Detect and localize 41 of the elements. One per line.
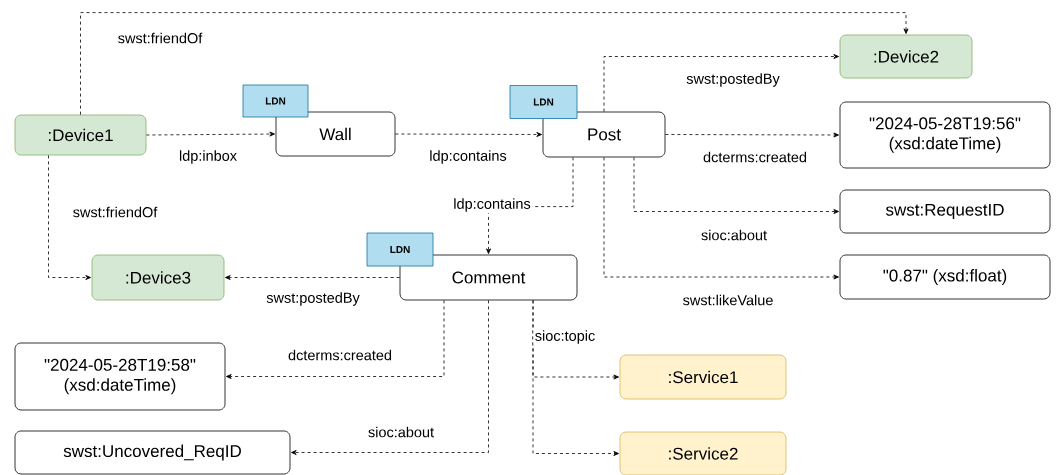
edge-label: sioc:topic bbox=[533, 328, 597, 346]
resource-box: :Service1 bbox=[619, 354, 787, 400]
edge-label: swst:likeValue bbox=[681, 293, 775, 307]
resource-box: Comment bbox=[399, 254, 578, 301]
ldn-badge: LDN bbox=[242, 84, 309, 118]
edge-label: ldp:inbox bbox=[177, 148, 239, 166]
resource-box: Wall bbox=[275, 111, 396, 157]
edge-label: dcterms:created bbox=[286, 348, 394, 362]
edge-label: ldp:contains bbox=[451, 196, 533, 214]
arrow bbox=[633, 157, 839, 214]
arrow bbox=[48, 155, 91, 280]
arrow bbox=[226, 300, 445, 379]
resource-box: Post bbox=[542, 111, 666, 158]
arrow bbox=[532, 300, 619, 456]
ldn-badge: LDN bbox=[366, 232, 434, 267]
arrow bbox=[225, 275, 400, 280]
literal-box: "0.87" (xsd:float) bbox=[839, 254, 1051, 300]
edge-label: swst:friendOf bbox=[116, 31, 204, 45]
literal-box: swst:Uncovered_ReqID bbox=[14, 430, 291, 475]
arrow bbox=[291, 300, 489, 455]
arrow bbox=[146, 131, 275, 137]
edge-label: sioc:about bbox=[699, 228, 769, 242]
resource-box: :Device2 bbox=[839, 34, 973, 79]
edge-label: swst:postedBy bbox=[684, 71, 782, 89]
arrow bbox=[603, 54, 839, 112]
arrow bbox=[665, 132, 839, 138]
edge-label: sioc:about bbox=[366, 425, 436, 439]
arrow bbox=[395, 132, 542, 137]
edge-label: swst:friendOf bbox=[71, 205, 159, 219]
arrow bbox=[603, 157, 839, 280]
edge-label: ldp:contains bbox=[427, 148, 509, 166]
resource-box: :Device3 bbox=[91, 254, 225, 301]
edge-label: dcterms:created bbox=[701, 150, 809, 164]
literal-box: "2024-05-28T19:58" (xsd:dateTime) bbox=[14, 342, 226, 411]
resource-box: :Device1 bbox=[14, 114, 147, 156]
arrow bbox=[80, 12, 909, 115]
ldn-badge: LDN bbox=[509, 85, 578, 119]
resource-box: :Service2 bbox=[619, 431, 787, 475]
literal-box: swst:RequestID bbox=[839, 189, 1051, 234]
literal-box: "2024-05-28T19:56" (xsd:dateTime) bbox=[839, 101, 1051, 169]
edge-label: swst:postedBy bbox=[264, 290, 362, 308]
